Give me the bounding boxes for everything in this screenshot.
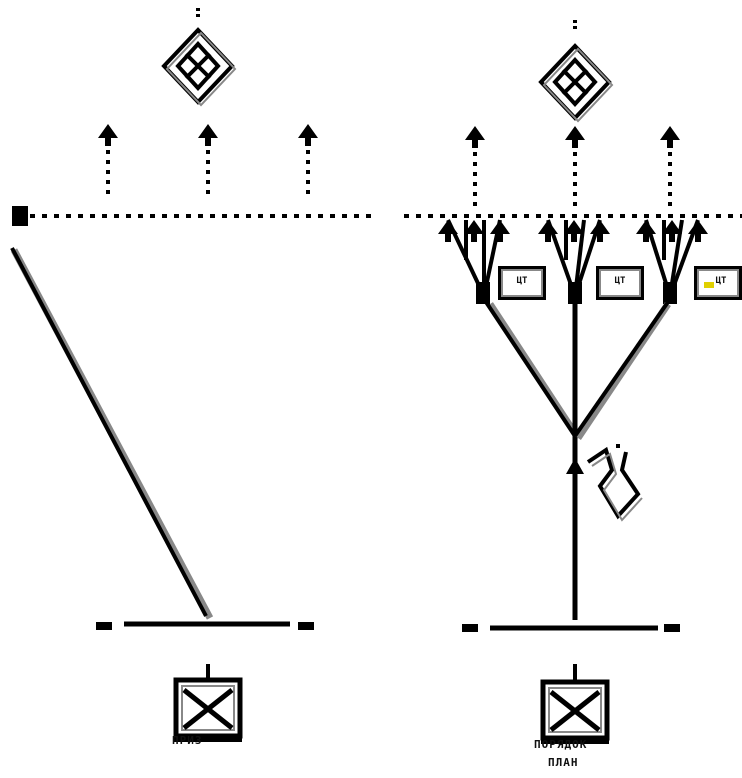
right-cluster-3 xyxy=(636,219,742,304)
right-box-3 xyxy=(694,266,742,300)
right-arrow-3 xyxy=(660,126,680,148)
right-panel xyxy=(404,20,742,744)
right-box-3-label: ЦТ xyxy=(715,276,727,286)
right-bottom-label-2: ПЛАН xyxy=(548,756,579,769)
left-panel xyxy=(10,8,378,742)
left-diagonal-line xyxy=(10,247,208,617)
right-arrow-1 xyxy=(465,126,485,148)
left-arrow-3 xyxy=(298,124,318,146)
right-arrow-2 xyxy=(565,126,585,148)
right-cluster-1 xyxy=(438,219,546,304)
right-cluster-2 xyxy=(538,219,644,304)
right-box-3-accent xyxy=(704,282,714,288)
left-arrow-2 xyxy=(198,124,218,146)
right-diamond-symbol xyxy=(539,44,614,123)
right-box-1-label: ЦТ xyxy=(516,276,528,286)
right-box-2 xyxy=(596,266,644,300)
right-converge-line-3 xyxy=(573,300,670,438)
left-arrow-1 xyxy=(98,124,118,146)
left-node-marker xyxy=(12,206,28,226)
right-bottom-label-1: ПОРЯДОК xyxy=(534,738,588,751)
left-bottom-label: ПРИЗ xyxy=(172,734,203,747)
right-loop-symbol xyxy=(566,444,643,522)
right-box-1 xyxy=(498,266,546,300)
right-box-2-label: ЦТ xyxy=(614,276,626,286)
left-diamond-symbol xyxy=(162,28,237,107)
right-crate-symbol xyxy=(541,682,609,744)
right-converge-line-1 xyxy=(484,300,577,438)
left-crate-symbol xyxy=(174,680,242,742)
